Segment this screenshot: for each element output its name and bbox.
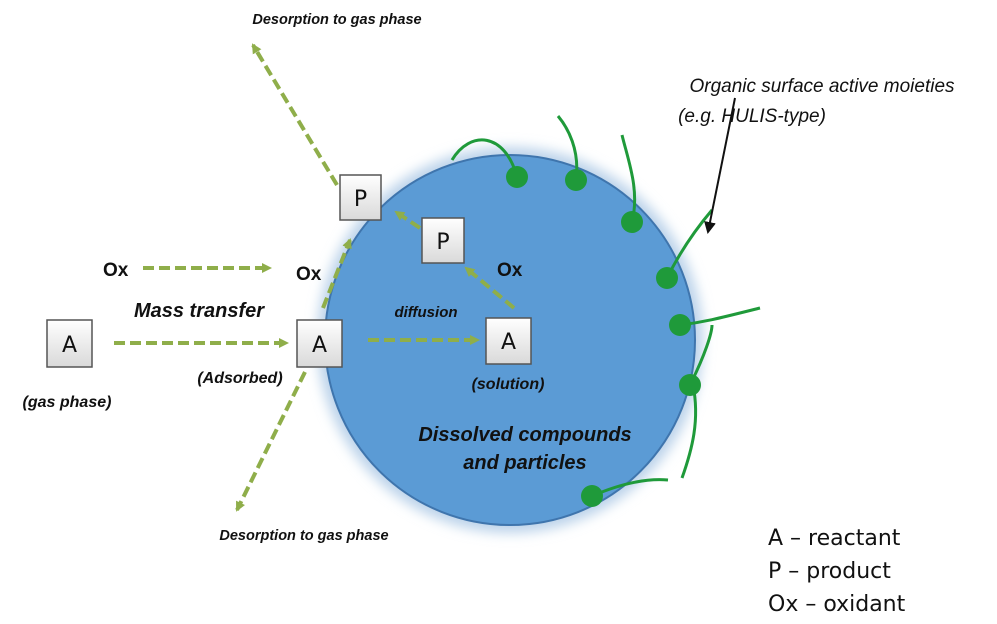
surfactant-head	[581, 485, 603, 507]
box-a-adsorbed: A	[296, 319, 343, 368]
box-p-surface: P	[339, 174, 382, 221]
box-a-solution: A	[485, 317, 532, 365]
box-a-gas: A	[46, 319, 93, 368]
product-to-surface-arrow	[394, 210, 422, 230]
box-p-surface-label: P	[354, 187, 367, 212]
ox-inside-label: Ox	[497, 260, 523, 281]
organic-moieties-example: (e.g. HULIS-type)	[678, 106, 826, 127]
legend: A – reactant P – product Ox – oxidant	[768, 526, 906, 617]
box-a-solution-label: A	[501, 330, 516, 355]
box-p-inside-label: P	[436, 230, 449, 255]
ox-left-label: Ox	[103, 260, 129, 281]
box-a-gas-label: A	[62, 333, 77, 358]
reaction-arrows	[114, 43, 516, 512]
gas-phase-label: (gas phase)	[23, 394, 112, 411]
dissolved-compounds-label: Dissolved compounds	[418, 424, 631, 446]
legend-oxidant: Ox – oxidant	[768, 592, 906, 617]
desorption-down-arrow	[235, 371, 307, 512]
solution-to-product-arrow	[464, 266, 516, 310]
surfactant-head	[679, 374, 701, 396]
diffusion-label: diffusion	[394, 304, 457, 321]
desorption-up-arrow	[251, 43, 339, 187]
surfactant-head	[621, 211, 643, 233]
ox-middle-label: Ox	[296, 264, 322, 285]
surfactant-head	[506, 166, 528, 188]
legend-product: P – product	[768, 559, 891, 584]
mass-transfer-label: Mass transfer	[134, 300, 265, 322]
legend-reactant: A – reactant	[768, 526, 901, 551]
box-a-adsorbed-label: A	[312, 333, 327, 358]
adsorbed-label: (Adsorbed)	[197, 370, 282, 387]
box-p-inside: P	[421, 217, 465, 264]
adsorbed-to-product-arrow	[321, 238, 352, 309]
organic-moieties-label: Organic surface active moieties	[689, 76, 955, 97]
pointer-arrow	[704, 97, 736, 234]
desorption-bottom-label: Desorption to gas phase	[219, 528, 388, 544]
surfactant-head	[656, 267, 678, 289]
surfactant-moieties	[450, 115, 761, 507]
solution-label: (solution)	[472, 376, 545, 393]
surfactant-head	[565, 169, 587, 191]
dissolved-particles-label: and particles	[463, 452, 586, 474]
surfactant-head	[669, 314, 691, 336]
desorption-top-label: Desorption to gas phase	[252, 12, 421, 28]
